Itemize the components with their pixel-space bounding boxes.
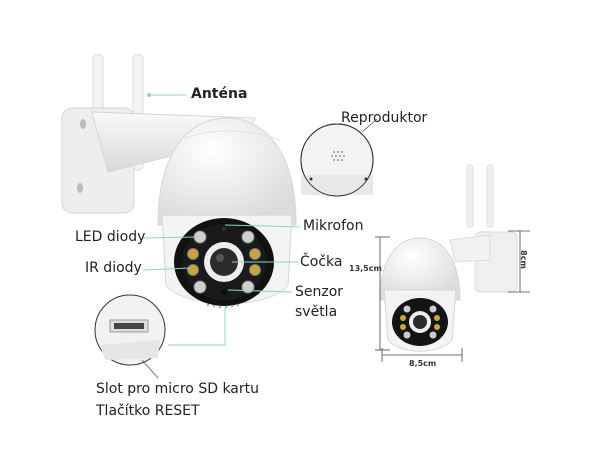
lens-label: Čočka [300, 254, 343, 270]
ir-diodes-label: IR diody [85, 260, 142, 276]
dimension-lines [375, 230, 530, 362]
depth-dimension-label: 8cm [518, 250, 528, 269]
speaker-inset [300, 123, 374, 197]
speaker-label: Reproduktor [341, 110, 428, 126]
antenna-label: Anténa [191, 86, 248, 102]
main-camera [61, 54, 297, 309]
sd-slot-label: Slot pro micro SD kartu [96, 381, 259, 397]
light-sensor-label-line1: Senzor [295, 284, 344, 300]
reset-button-label: Tlačítko RESET [96, 403, 200, 419]
microphone-label: Mikrofon [303, 218, 364, 234]
led-diodes-label: LED diody [75, 229, 146, 245]
callout-lines [142, 93, 301, 346]
width-dimension-label: 8,5cm [409, 359, 437, 368]
height-dimension-label: 13,5cm [349, 264, 382, 273]
leader-lines [141, 118, 378, 379]
small-camera [379, 164, 518, 352]
light-sensor-label-line2: světla [295, 304, 338, 320]
sd-slot-inset [94, 294, 166, 366]
